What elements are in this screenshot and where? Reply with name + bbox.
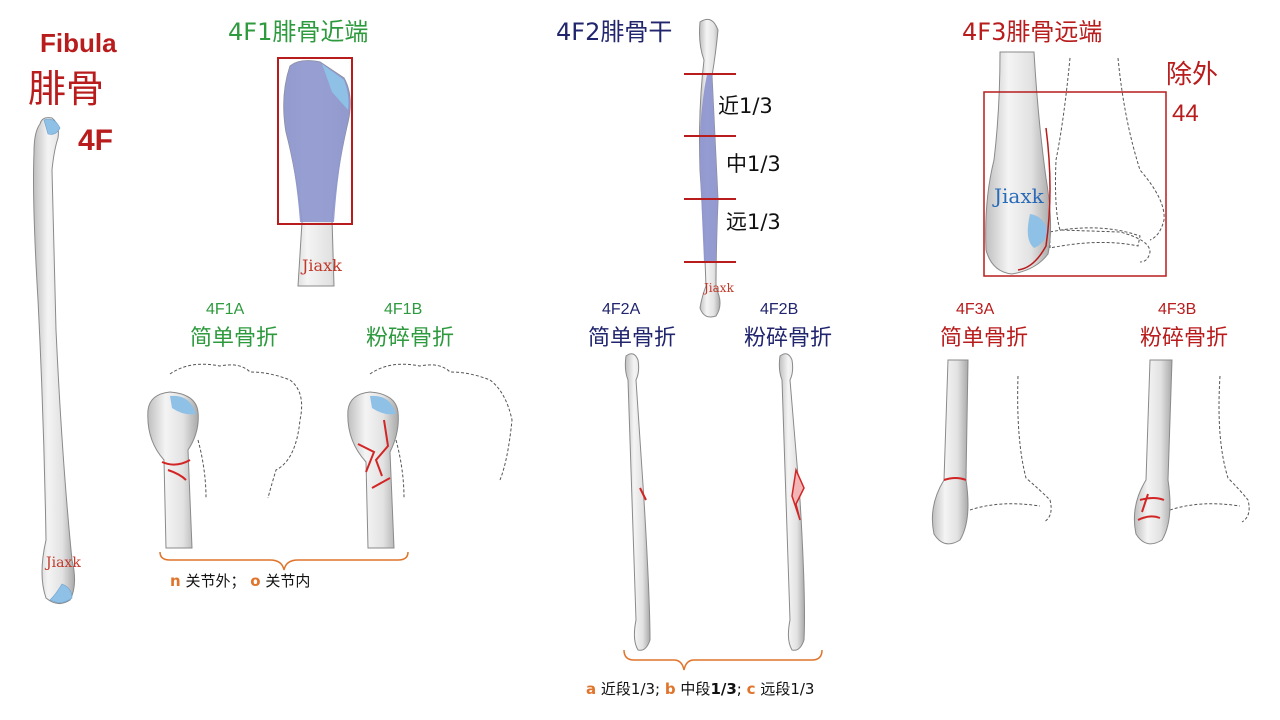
exclude-label: 除外 [1166, 60, 1219, 90]
sub-4f2b-label: 粉碎骨折 [744, 326, 833, 351]
sub-4f2a-code: 4F2A [602, 301, 641, 318]
sub-4f3a-label: 简单骨折 [940, 326, 1029, 351]
exclude-code: 44 [1172, 100, 1199, 127]
fibula-shaft-diagram [684, 18, 736, 318]
segment-middle: 中1/3 [726, 152, 781, 176]
section-4f1-title: 4F1腓骨近端 [228, 18, 369, 46]
sub-4f3b-label: 粉碎骨折 [1140, 326, 1229, 351]
sub-4f2b-code: 4F2B [760, 301, 799, 318]
distal-fibula-closeup [983, 51, 1167, 277]
sub-4f1a-label: 简单骨折 [190, 326, 279, 351]
watermark-mark: Jiaxk [704, 281, 734, 295]
fracture-4f1b-illustration [347, 363, 513, 549]
legend-b-sep: ; [736, 680, 742, 698]
fracture-4f2a-illustration [624, 353, 651, 651]
segment-proximal: 近1/3 [718, 94, 773, 118]
main-title-en: Fibula [40, 28, 117, 58]
sub-4f1b-code: 4F1B [384, 301, 423, 318]
sub-4f1a-code: 4F1A [206, 301, 245, 318]
legend-b-key: b [664, 680, 676, 698]
legend-b-text1: 中段 [680, 680, 711, 698]
legend-brace-4f2 [623, 649, 823, 671]
main-title-code: 4F [78, 124, 114, 157]
proximal-fibula-closeup [277, 57, 353, 287]
legend-n-key: n [170, 572, 181, 590]
watermark-mark: Jiaxk [994, 184, 1044, 208]
fracture-4f2b-illustration [778, 353, 805, 651]
sub-4f3a-code: 4F3A [956, 301, 995, 318]
section-4f2-title: 4F2腓骨干 [556, 18, 673, 46]
sub-4f2a-label: 简单骨折 [588, 326, 677, 351]
watermark-mark: Jiaxk [302, 256, 342, 275]
sub-4f3b-code: 4F3B [1158, 301, 1197, 318]
legend-4f1: n 关节外； o 关节内 [170, 574, 310, 589]
legend-4f2: a 近段1/3; b 中段1/3; c 远段1/3 [586, 682, 814, 697]
legend-b-text2: 1/3 [710, 680, 737, 698]
fracture-4f3a-illustration [931, 359, 1052, 545]
segment-distal: 远1/3 [726, 210, 781, 234]
main-title-cn: 腓骨 [28, 67, 105, 111]
legend-o-text: 关节内 [265, 572, 311, 590]
legend-c-text: 远段1/3 [760, 680, 815, 698]
legend-brace-4f1 [159, 551, 409, 571]
legend-o-key: o [250, 572, 261, 590]
legend-a-key: a [586, 680, 597, 698]
full-fibula-bone [33, 117, 76, 604]
section-4f3-title: 4F3腓骨远端 [962, 18, 1103, 46]
fracture-4f1a-illustration [147, 363, 303, 549]
fracture-4f3b-illustration [1133, 359, 1250, 545]
legend-c-key: c [746, 680, 756, 698]
legend-a-text: 近段1/3; [600, 680, 661, 698]
sub-4f1b-label: 粉碎骨折 [366, 326, 455, 351]
legend-n-text: 关节外； [185, 572, 246, 590]
watermark-mark: Jiaxk [46, 555, 81, 571]
